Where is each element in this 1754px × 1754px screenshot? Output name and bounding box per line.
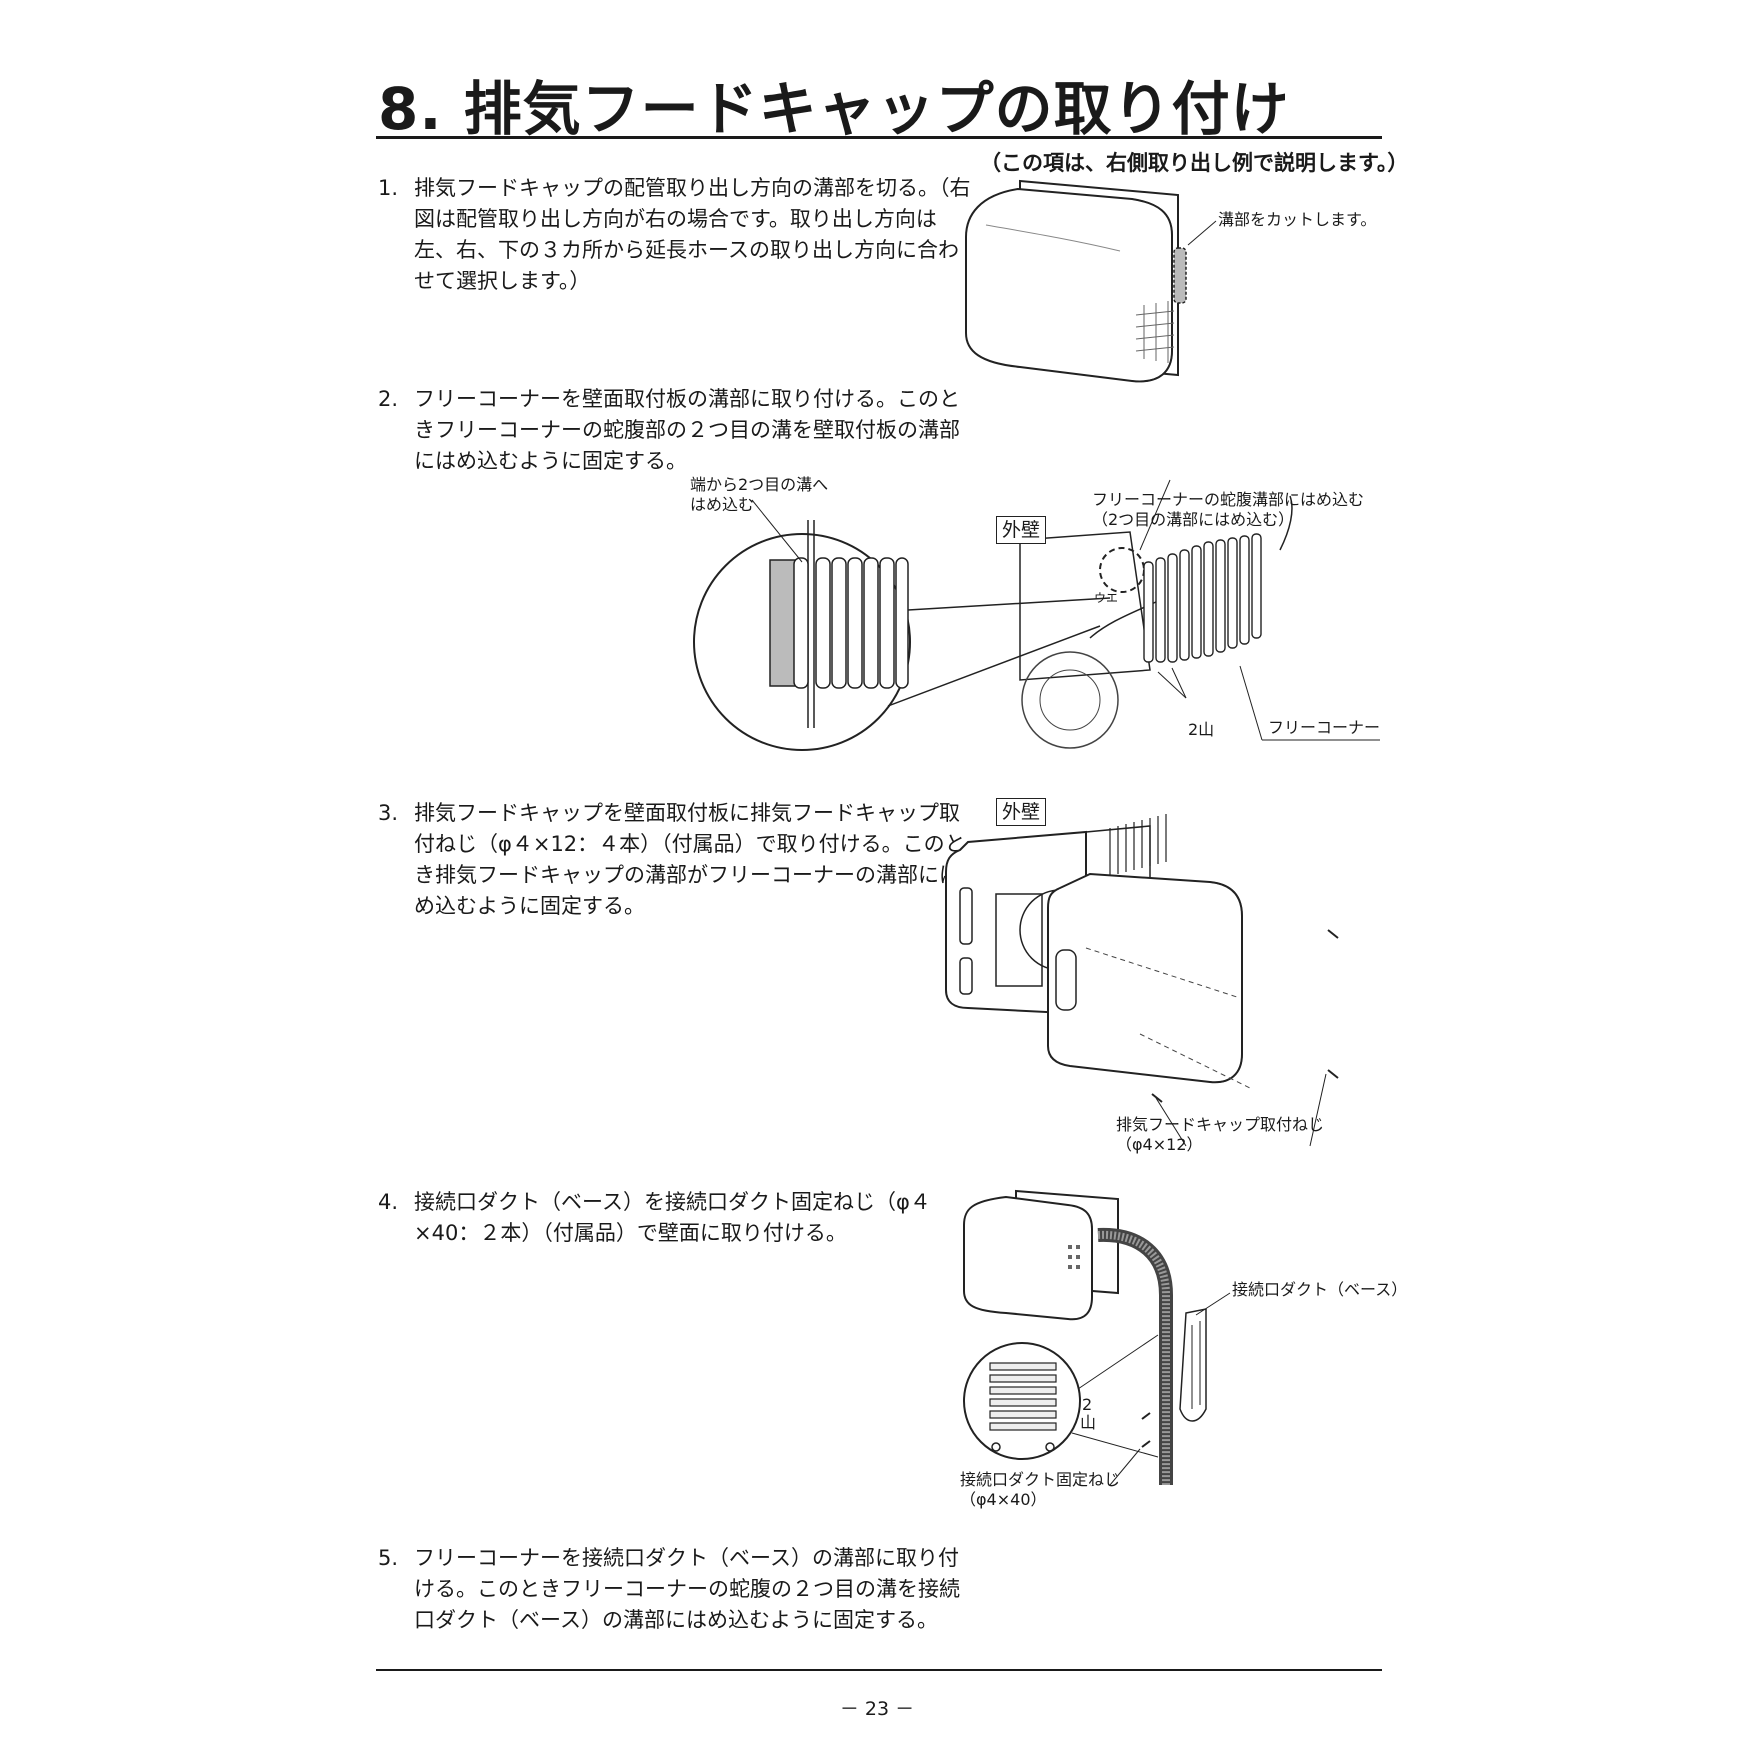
duct-screw-label-line-1: 接続口ダクト固定ねじ xyxy=(960,1470,1121,1489)
step-5: 5. フリーコーナーを接続口ダクト（ベース）の溝部に取り付ける。このときフリーコ… xyxy=(378,1543,960,1673)
page-title: 8. 排気フードキャップの取り付け xyxy=(378,75,1290,143)
step-1: 1. 排気フードキャップの配管取り出し方向の溝部を切る。（右図は配管取り出し方向… xyxy=(378,173,971,303)
step-text: フリーコーナーを接続口ダクト（ベース）の溝部に取り付ける。このときフリーコーナー… xyxy=(414,1546,960,1632)
detail-label-line-1: 端から2つ目の溝へ xyxy=(690,475,829,494)
step-3: 3. 排気フードキャップを壁面取付板に排気フードキャップ取付ねじ（φ４×12：４… xyxy=(378,798,966,928)
footer-rule xyxy=(376,1669,1382,1671)
step-number: 5. xyxy=(378,1546,399,1570)
duct-base-illustration xyxy=(963,1189,1231,1486)
duct-screw-label-line-2: （φ4×40） xyxy=(960,1490,1047,1509)
two-ridges-label: 2山 xyxy=(1188,720,1215,739)
step-number: 1. xyxy=(378,176,399,200)
detail-label-line-2: はめ込む xyxy=(690,495,755,514)
step-2: 2. フリーコーナーを壁面取付板の溝部に取り付ける。このときフリーコーナーの蛇腹… xyxy=(378,384,960,484)
step-text: 接続口ダクト（ベース）を接続口ダクト固定ねじ（φ４×40：２本）（付属品）で壁面… xyxy=(414,1190,931,1245)
hood-screw-label-line-1: 排気フードキャップ取付ねじ xyxy=(1116,1115,1325,1134)
step-text: 排気フードキャップの配管取り出し方向の溝部を切る。（右図は配管取り出し方向が右の… xyxy=(414,176,971,293)
up-mark-label: ウエ xyxy=(1094,591,1119,605)
cut-groove-label: 溝部をカットします。 xyxy=(1218,210,1377,229)
page-number: － 23 － xyxy=(839,1698,915,1720)
figure-4-duct-base: 接続口ダクト（ベース） 2 山 接続口ダクト固定ねじ （φ4×40） xyxy=(960,1185,1407,1515)
section-note: （この項は、右側取り出し例で説明します。） xyxy=(980,151,1409,175)
figure-3-hood-cap-install: 外壁 排気フードキャップ取付ねじ （φ4×12） xyxy=(940,798,1380,1168)
step-number: 2. xyxy=(378,387,399,411)
step-number: 4. xyxy=(378,1190,399,1214)
two-ridges-label-bottom: 山 xyxy=(1080,1413,1097,1432)
outer-wall-label: 外壁 xyxy=(996,798,1047,826)
free-corner-illustration xyxy=(693,479,1380,751)
step-number: 3. xyxy=(378,801,399,825)
figure-1-hood-cap: 溝部をカットします。 xyxy=(960,175,1380,390)
bellows-label-line-1: フリーコーナーの蛇腹溝部にはめ込む xyxy=(1092,490,1365,509)
outer-wall-label: 外壁 xyxy=(996,516,1047,544)
hood-install-illustration xyxy=(945,814,1339,1147)
free-corner-label: フリーコーナー xyxy=(1268,718,1381,737)
step-4: 4. 接続口ダクト（ベース）を接続口ダクト固定ねじ（φ４×40：２本）（付属品）… xyxy=(378,1187,948,1257)
hood-screw-label-line-2: （φ4×12） xyxy=(1116,1135,1203,1154)
figure-2-free-corner: 端から2つ目の溝へ はめ込む 外壁 フリーコーナーの蛇腹溝部にはめ込む （2つ目… xyxy=(690,470,1382,760)
two-ridges-label-top: 2 xyxy=(1082,1395,1093,1414)
duct-base-label: 接続口ダクト（ベース） xyxy=(1232,1280,1408,1299)
step-text: フリーコーナーを壁面取付板の溝部に取り付ける。このときフリーコーナーの蛇腹部の２… xyxy=(414,387,960,473)
bellows-label-line-2: （2つ目の溝部にはめ込む） xyxy=(1092,510,1295,529)
hood-cap-illustration xyxy=(965,179,1217,383)
step-text: 排気フードキャップを壁面取付板に排気フードキャップ取付ねじ（φ４×12：４本）（… xyxy=(414,801,966,918)
title-underline xyxy=(376,136,1382,139)
